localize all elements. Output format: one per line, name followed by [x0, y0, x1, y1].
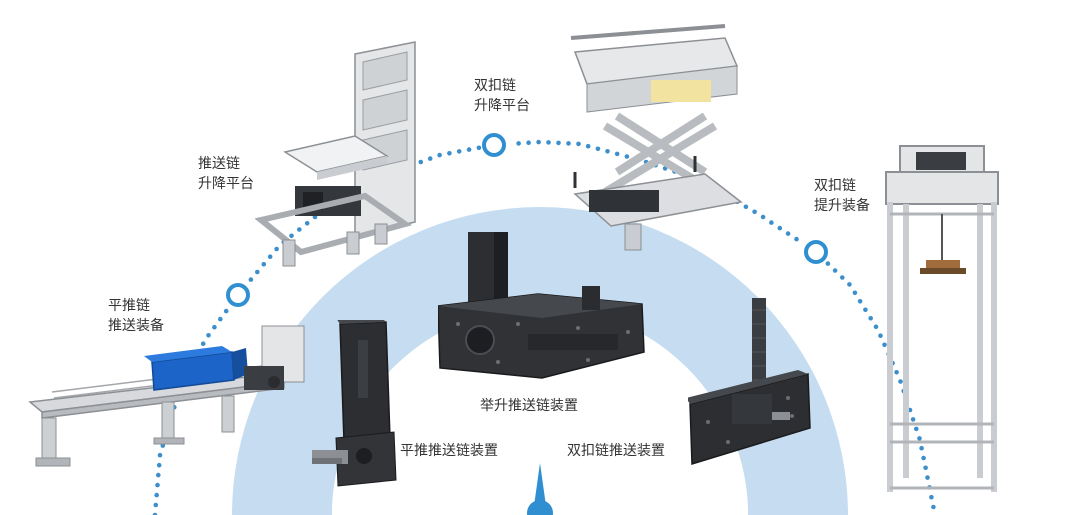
orbit-dot [898, 379, 903, 384]
inner-product-label: 平推推送链装置 [400, 443, 498, 459]
orbit-dot [261, 262, 267, 267]
label-line: 推送装备 [108, 318, 164, 334]
orbit-dot [882, 342, 887, 348]
orbit-dot [526, 140, 531, 145]
orbit-dot [248, 277, 254, 282]
orbit-dot [605, 149, 610, 154]
center-pointer [534, 463, 546, 506]
orbit-dot [878, 333, 883, 339]
outer-product-label: 推送链 升降平台 [198, 154, 254, 194]
orbit-dot [466, 147, 472, 152]
orbit-dot [931, 504, 936, 510]
push-chain-lifting-platform-image [255, 41, 416, 267]
double-buckle-chain-lifting-platform-image [570, 24, 743, 251]
orbit-dot [919, 445, 924, 451]
orbit-dot [752, 209, 757, 215]
orbit-dot [760, 214, 766, 220]
orbit-dot [743, 204, 749, 210]
outer-product-label: 双扣链 升降平台 [474, 76, 530, 116]
orbit-dot [857, 299, 863, 304]
orbit-dot [157, 452, 163, 458]
orbit-dot [212, 324, 217, 330]
orbit-dot [624, 154, 630, 159]
orbit-dot [868, 316, 873, 321]
orbit-dot [447, 151, 452, 156]
orbit-dot [777, 225, 783, 231]
orbit-dot [576, 141, 581, 147]
orbit-dot [914, 426, 919, 432]
orbit-dot [206, 333, 211, 338]
orbit-dot [536, 139, 541, 145]
orbit-dot [894, 370, 899, 375]
orbit-dot [863, 307, 868, 313]
orbit-dot [155, 482, 160, 488]
orbit-dot [274, 246, 279, 252]
orbit-dot [418, 159, 424, 165]
orbit-dot [585, 143, 591, 149]
orbit-dot [847, 282, 852, 287]
lift-push-chain-device-image [438, 232, 645, 379]
orbit-dot [456, 149, 462, 154]
orbit-dot [595, 146, 601, 152]
label-line: 平推链 [108, 298, 150, 314]
inner-product-label: 举升推送链装置 [480, 398, 578, 414]
ring-node [226, 283, 250, 307]
inner-product-label: 双扣链推送装置 [567, 443, 665, 459]
orbit-dot [297, 227, 302, 232]
orbit-dot [304, 221, 310, 226]
orbit-dot [153, 502, 159, 508]
orbit-dot [832, 268, 838, 273]
orbit-dot [917, 436, 922, 441]
outer-product-label: 平推链 推送装备 [108, 296, 164, 336]
orbit-dot [476, 145, 482, 151]
orbit-dot [794, 236, 799, 242]
orbit-dot [289, 233, 294, 239]
orbit-dot [921, 455, 926, 461]
orbit-dot [516, 141, 521, 146]
orbit-dot [923, 465, 928, 471]
flat-push-chain-device-image [312, 320, 397, 487]
orbit-dot [156, 472, 161, 478]
orbit-dot [152, 512, 158, 515]
orbit-dot [156, 462, 162, 468]
orbit-dot [840, 275, 845, 280]
orbit-dot [218, 316, 223, 322]
label-line: 提升装备 [814, 198, 870, 214]
label-line: 升降平台 [474, 98, 530, 114]
orbit-dot [614, 151, 620, 157]
orbit-dot [556, 140, 561, 146]
orbit-dot [154, 492, 159, 498]
outer-product-label: 双扣链 提升装备 [814, 176, 870, 216]
orbit-dot [254, 269, 260, 275]
flat-push-conveyor-image [28, 325, 305, 467]
orbit-dot [427, 156, 433, 161]
orbit-dot [437, 152, 442, 158]
orbit-dot [200, 341, 206, 347]
double-buckle-chain-push-device-image [688, 298, 811, 466]
ring-node [804, 240, 828, 264]
center-node [527, 500, 553, 515]
orbit-dot [929, 494, 934, 500]
orbit-dot [925, 475, 930, 480]
double-buckle-chain-hoisting-equipment-image [885, 145, 999, 492]
label-line: 双扣链 [814, 178, 856, 194]
orbit-dot [852, 290, 858, 296]
orbit-dot [825, 261, 831, 266]
orbit-dot [223, 308, 229, 314]
label-line: 升降平台 [198, 176, 254, 192]
orbit-dot [910, 417, 916, 422]
label-line: 推送链 [198, 156, 240, 172]
label-line: 双扣链 [474, 78, 516, 94]
orbit-dot [769, 220, 774, 225]
orbit-dot [785, 231, 791, 236]
orbit-dot [267, 254, 273, 259]
center-core [332, 307, 748, 515]
center-halo-arc [232, 207, 848, 515]
orbit-dot [873, 324, 879, 330]
orbit-dot [566, 141, 571, 146]
orbit-dot [546, 140, 551, 145]
ring-node [482, 133, 506, 157]
